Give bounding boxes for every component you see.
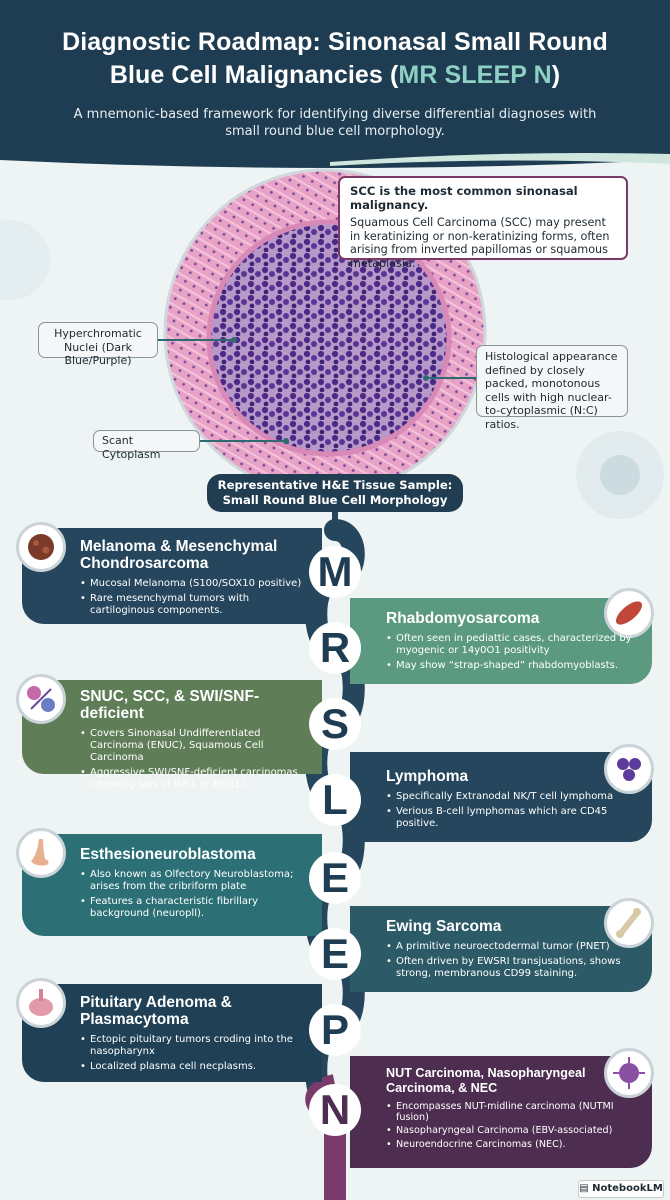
notebooklm-badge: ▤ NotebookLM [578, 1180, 664, 1198]
card-bullet: Specifically Extranodal NK/T cell lympho… [386, 791, 636, 803]
footer-brand: NotebookLM [592, 1183, 663, 1194]
card-snuc: SNUC, SCC, & SWI/SNF-deficient Covers Si… [16, 674, 322, 790]
card-bullet: May show “strap-shaped” rhabdomyoblasts. [386, 660, 636, 672]
title-line-1: Diagnostic Roadmap: Sinonasal Small Roun… [62, 28, 608, 56]
card-bullet: Ectopic pituitary tumors croding into th… [80, 1034, 310, 1058]
card-bullet: Rare mesenchymal tumors with cartilogino… [80, 593, 310, 617]
card-bullet: Often driven by EWSRI transjusations, sh… [386, 956, 636, 980]
nose-icon [16, 828, 66, 878]
page-subtitle: A mnemonic-based framework for identifyi… [73, 107, 597, 139]
card-title: Esthesioneuroblastoma [80, 846, 256, 863]
card-esthesioneuroblastoma: Esthesioneuroblastoma Also known as Olfe… [16, 828, 322, 936]
header-banner: Diagnostic Roadmap: Sinonasal Small Roun… [0, 0, 670, 160]
card-ewing-sarcoma: Ewing Sarcoma A primitive neuroectoderma… [350, 898, 654, 992]
muscle-icon [604, 588, 654, 638]
card-bullet: Often seen in pediattic cases, character… [386, 633, 636, 657]
histology-callout: Histological appearance defined by close… [476, 345, 628, 431]
card-title: SNUC, SCC, & SWI/SNF-deficient [80, 688, 260, 722]
pituitary-gland-icon [16, 978, 66, 1028]
card-title: Ewing Sarcoma [386, 918, 502, 935]
card-bullet: Mucosal Melanoma (S100/SOX10 positive) [80, 578, 310, 590]
card-melanoma: Melanoma & Mesenchymal Chondrosarcoma Mu… [16, 522, 322, 624]
card-title: Rhabdomyosarcoma [386, 610, 540, 627]
card-bullet: Nasopharyngeal Carcinoma (EBV-associated… [386, 1125, 636, 1136]
letter-e-2: E [309, 928, 361, 980]
lymphocyte-icon [604, 744, 654, 794]
card-bullet: Localized plasma cell necplasms. [80, 1061, 310, 1073]
card-bullet: A primitive neuroectodermal tumor (PNET) [386, 941, 636, 953]
card-lymphoma: Lymphoma Specifically Extranodal NK/T ce… [350, 744, 654, 842]
letter-e-1: E [309, 852, 361, 904]
letter-s: S [309, 698, 361, 750]
card-rhabdomyosarcoma: Rhabdomyosarcoma Often seen in pediattic… [350, 588, 654, 684]
card-bullet: Features a characteristic fibrillary bac… [80, 896, 310, 920]
letter-p: P [309, 1004, 361, 1056]
letter-l: L [309, 774, 361, 826]
card-nut-carcinoma: NUT Carcinoma, Nasopharyngeal Carcinoma,… [350, 1048, 654, 1168]
letter-r: R [309, 622, 361, 674]
card-bullet: Verious B-cell lymphomas which are CD45 … [386, 806, 636, 830]
card-bullet: Encompasses NUT-midline carcinoma (NUTMI… [386, 1101, 636, 1123]
card-bullet: Neuroendocrine Carcinomas (NEC). [386, 1139, 636, 1150]
card-bullet: Covers Sinonasal Undifferentiated Carcin… [80, 728, 310, 764]
scant-cytoplasm-callout: Scant Cytoplasm [93, 430, 200, 461]
card-pituitary: Pituitary Adenoma & Plasmacytoma Ectopic… [16, 978, 322, 1082]
tissue-label-line-1: Representative H&E Tissue Sample: [217, 478, 453, 492]
notebook-icon: ▤ [579, 1183, 589, 1194]
card-title: Pituitary Adenoma & Plasmacytoma [80, 994, 232, 1028]
title-line-2: Blue Cell Malignancies ( [109, 61, 399, 89]
card-title: NUT Carcinoma, Nasopharyngeal Carcinoma,… [386, 1066, 586, 1095]
header-wave [0, 150, 670, 168]
card-bullet: Aggressive SWI/SNF-deficient carcinomas … [80, 767, 310, 791]
melanoma-cell-icon [16, 522, 66, 572]
scc-callout-title: SCC is the most common sinonasal maligna… [350, 184, 578, 212]
title-end: ) [551, 61, 561, 89]
background-cell-icon [0, 220, 50, 300]
page-title: Diagnostic Roadmap: Sinonasal Small Roun… [0, 0, 670, 92]
title-mnemonic: MR SLEEP N [398, 61, 552, 89]
card-title: Lymphoma [386, 768, 469, 785]
dna-cells-icon [16, 674, 66, 724]
tissue-label-line-2: Small Round Blue Cell Morphology [222, 493, 448, 507]
letter-m: M [309, 546, 361, 598]
letter-n: N [309, 1084, 361, 1136]
background-cell-icon [576, 431, 664, 519]
card-bullet: Also known as Olfectory Neuroblastoma; a… [80, 869, 310, 893]
hyperchromatic-callout: Hyperchromatic Nuclei (Dark Blue/Purple) [38, 322, 158, 367]
scc-callout-body: Squamous Cell Carcinoma (SCC) may presen… [350, 216, 610, 270]
tissue-sample-label: Representative H&E Tissue Sample: Small … [207, 474, 463, 512]
virus-icon [604, 1048, 654, 1098]
scc-callout: SCC is the most common sinonasal maligna… [338, 176, 628, 270]
card-title: Melanoma & Mesenchymal Chondrosarcoma [80, 538, 278, 572]
